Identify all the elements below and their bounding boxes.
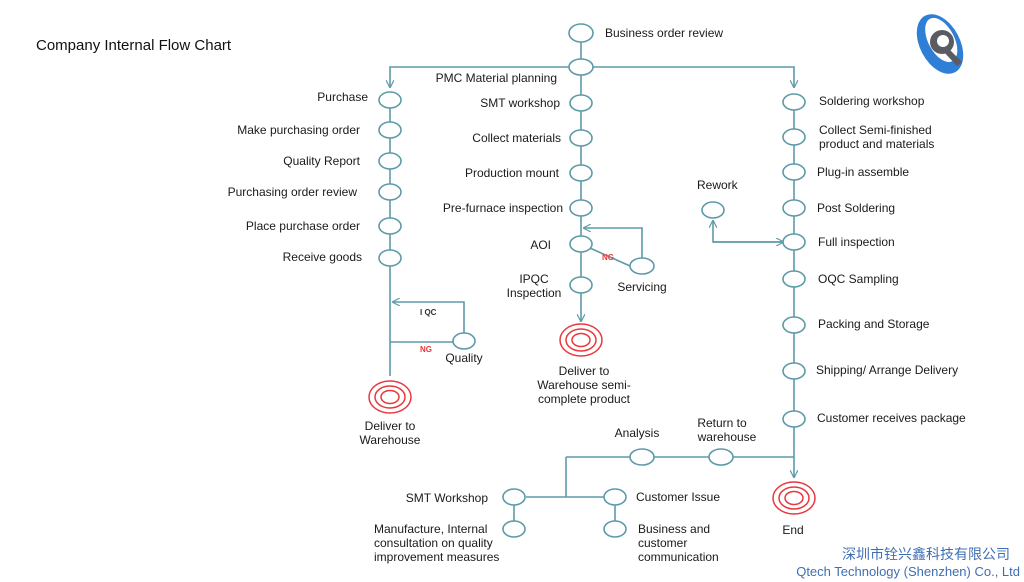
node-smt-workshop xyxy=(569,94,593,112)
company-name-en: Qtech Technology (Shenzhen) Co., Ltd xyxy=(796,564,1020,579)
label-servicing: Servicing xyxy=(617,280,666,294)
label-post-soldering: Post Soldering xyxy=(817,201,895,215)
terminal-nodes xyxy=(368,323,816,515)
node-purchasing-order-review xyxy=(378,183,402,201)
node-packing-storage xyxy=(782,316,806,334)
node-rework xyxy=(701,201,725,219)
node-ipqc xyxy=(569,276,593,294)
node-collect-semi-finished xyxy=(782,128,806,146)
node-make-purchasing-order xyxy=(378,121,402,139)
node-smt-workshop-bottom xyxy=(502,488,526,506)
label-manufacture-3: improvement measures xyxy=(374,550,499,564)
node-manufacture xyxy=(502,520,526,538)
label-business-comm-1: Business and xyxy=(638,522,710,536)
node-post-soldering xyxy=(782,199,806,217)
label-customer-issue: Customer Issue xyxy=(636,490,720,504)
label-make-purchasing-order: Make purchasing order xyxy=(237,123,360,137)
label-purchasing-order-review: Purchasing order review xyxy=(228,185,358,199)
node-plug-in-assemble xyxy=(782,163,806,181)
label-collect-semi-1: Collect Semi-finished xyxy=(819,123,932,137)
label-pre-furnace-inspection: Pre-furnace inspection xyxy=(443,201,563,215)
node-place-purchase-order xyxy=(378,217,402,235)
node-collect-materials xyxy=(569,129,593,147)
node-analysis xyxy=(629,448,655,466)
label-ipqc-line1: IPQC xyxy=(519,272,549,286)
label-return-1: Return to xyxy=(697,416,747,430)
edge-servicing-return xyxy=(584,228,643,258)
label-purchase: Purchase xyxy=(317,90,368,104)
label-ng-left: NG xyxy=(420,345,432,354)
label-packing-storage: Packing and Storage xyxy=(818,317,930,331)
node-business-communication xyxy=(603,520,627,538)
edge-quality-return xyxy=(393,302,465,333)
label-collect-materials: Collect materials xyxy=(472,131,561,145)
node-aoi xyxy=(569,235,593,253)
terminal-end xyxy=(772,481,816,515)
label-quality-report: Quality Report xyxy=(283,154,360,168)
label-manufacture-1: Manufacture, Internal xyxy=(374,522,487,536)
terminal-deliver-warehouse xyxy=(368,380,412,414)
label-full-inspection: Full inspection xyxy=(818,235,895,249)
company-name-cn: 深圳市铨兴鑫科技有限公司 xyxy=(842,546,1010,563)
node-receive-goods xyxy=(378,249,402,267)
label-deliver-warehouse-2: Warehouse xyxy=(360,433,421,447)
label-deliver-semi-3: complete product xyxy=(538,392,631,406)
label-smt-workshop: SMT workshop xyxy=(480,96,560,110)
node-oqc-sampling xyxy=(782,270,806,288)
node-business-order-review xyxy=(568,23,594,43)
label-manufacture-2: consultation on quality xyxy=(374,536,493,550)
label-return-2: warehouse xyxy=(697,430,757,444)
edge-full-rework xyxy=(713,221,785,243)
label-customer-receives: Customer receives package xyxy=(817,411,966,425)
nodes xyxy=(378,23,806,538)
node-return-to-warehouse xyxy=(708,448,734,466)
node-shipping xyxy=(782,362,806,380)
label-collect-semi-2: product and materials xyxy=(819,137,934,151)
node-production-mount xyxy=(569,164,593,182)
edge-pmc-soldering xyxy=(581,66,794,87)
node-quality xyxy=(452,332,476,350)
connectors xyxy=(390,42,794,521)
label-aoi: AOI xyxy=(530,238,551,252)
label-end: End xyxy=(782,523,803,537)
label-pmc-material-planning: PMC Material planning xyxy=(436,71,557,85)
node-soldering-workshop xyxy=(782,93,806,111)
chart-title: Company Internal Flow Chart xyxy=(36,37,232,54)
label-plug-in-assemble: Plug-in assemble xyxy=(817,165,909,179)
label-production-mount: Production mount xyxy=(465,166,560,180)
label-business-comm-2: customer xyxy=(638,536,687,550)
label-deliver-semi-1: Deliver to xyxy=(559,364,610,378)
q-logo-icon xyxy=(916,14,964,74)
node-customer-issue xyxy=(603,488,627,506)
node-pmc-material-planning xyxy=(568,58,594,76)
label-soldering-workshop: Soldering workshop xyxy=(819,94,925,108)
label-receive-goods: Receive goods xyxy=(283,250,362,264)
label-analysis: Analysis xyxy=(615,426,660,440)
node-quality-report xyxy=(378,152,402,170)
edge-pmc-purchase xyxy=(390,66,581,87)
label-ng-center: NG xyxy=(602,253,614,262)
label-iqc: I QC xyxy=(420,308,437,317)
label-place-purchase-order: Place purchase order xyxy=(246,219,360,233)
label-deliver-warehouse-1: Deliver to xyxy=(365,419,416,433)
label-shipping: Shipping/ Arrange Delivery xyxy=(816,363,958,377)
label-quality: Quality xyxy=(445,351,482,365)
node-servicing xyxy=(629,257,655,275)
label-business-comm-3: communication xyxy=(638,550,719,564)
label-ipqc-line2: Inspection xyxy=(507,286,562,300)
node-pre-furnace-inspection xyxy=(569,199,593,217)
node-purchase xyxy=(378,91,402,109)
label-smt-workshop-bottom: SMT Workshop xyxy=(406,491,489,505)
label-rework: Rework xyxy=(697,178,739,192)
node-full-inspection xyxy=(782,233,806,251)
label-oqc-sampling: OQC Sampling xyxy=(818,272,899,286)
label-deliver-semi-2: Warehouse semi- xyxy=(537,378,631,392)
terminal-deliver-semi xyxy=(559,323,603,357)
node-customer-receives xyxy=(782,410,806,428)
label-business-order-review: Business order review xyxy=(605,26,723,40)
